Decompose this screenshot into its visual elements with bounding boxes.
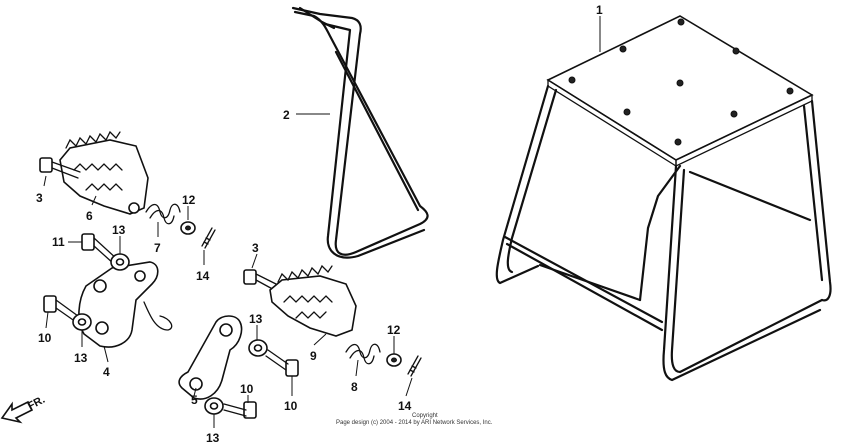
callout-13: 13 [206, 431, 220, 445]
callout-5: 5 [191, 393, 198, 407]
front-arrow-label: FR. [26, 394, 47, 413]
callout-numbers: 1 2 3 6 12 7 11 13 14 3 10 13 4 13 9 12 … [36, 3, 603, 445]
bracket-part-5[interactable] [178, 315, 243, 400]
bolt-part-10-a[interactable] [43, 295, 79, 323]
leader-lines [43, 16, 601, 428]
spring-part-7-left[interactable] [145, 203, 181, 225]
callout-1: 1 [596, 3, 603, 17]
callout-13: 13 [112, 223, 126, 237]
callout-8: 8 [351, 380, 358, 394]
washer-part-13-c[interactable] [248, 339, 268, 357]
callout-10: 10 [284, 399, 298, 413]
pin-part-14-left[interactable] [201, 227, 216, 249]
washer-part-12-left[interactable] [180, 221, 196, 235]
pin-part-14-right[interactable] [407, 355, 422, 377]
washer-part-13-a[interactable] [110, 253, 130, 271]
callout-3: 3 [252, 241, 259, 255]
callout-14: 14 [398, 399, 412, 413]
bolt-part-3-left[interactable] [39, 157, 81, 179]
washer-part-12-right[interactable] [386, 353, 402, 367]
callout-13: 13 [74, 351, 88, 365]
stand-part-1[interactable] [495, 15, 832, 382]
copyright-label: Copyright [412, 413, 438, 419]
callout-14: 14 [196, 269, 210, 283]
callout-13: 13 [249, 312, 263, 326]
callout-12: 12 [387, 323, 401, 337]
callout-10: 10 [240, 382, 254, 396]
callout-10: 10 [38, 331, 52, 345]
spring-part-8[interactable] [345, 343, 381, 365]
callout-6: 6 [86, 209, 93, 223]
callout-3: 3 [36, 191, 43, 205]
callout-2: 2 [283, 108, 290, 122]
footpeg-part-9[interactable] [269, 264, 357, 337]
callout-7: 7 [154, 241, 161, 255]
copyright-notice: Page design (c) 2004 - 2014 by ARI Netwo… [336, 420, 493, 426]
footpeg-part-6[interactable] [59, 130, 149, 215]
stand-plate-bolts [568, 18, 794, 146]
callout-12: 12 [182, 193, 196, 207]
callout-11: 11 [52, 235, 65, 249]
washer-part-13-b[interactable] [72, 313, 92, 331]
bolt-part-10-b[interactable] [265, 349, 299, 377]
front-direction-arrow: FR. [0, 394, 47, 424]
bracket-part-4[interactable] [78, 261, 173, 348]
lift-bar-part-2[interactable] [291, 6, 429, 259]
bolt-part-10-c[interactable] [223, 401, 257, 419]
callout-9: 9 [310, 349, 317, 363]
washer-part-13-d[interactable] [204, 397, 224, 415]
callout-4: 4 [103, 365, 110, 379]
